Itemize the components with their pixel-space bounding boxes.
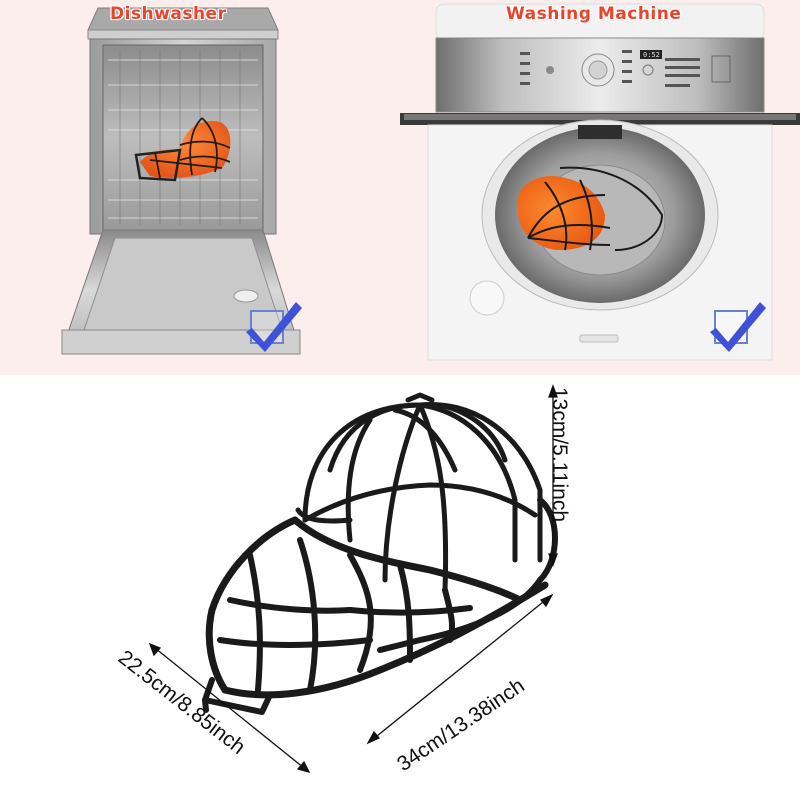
dishwasher-panel: Dishwasher [0, 0, 400, 375]
washing-machine-compatible-check [710, 302, 766, 352]
product-dimensions-section [0, 375, 800, 800]
washing-machine-label: Washing Machine [506, 4, 682, 24]
cap-cage-frame [202, 392, 558, 715]
cap-in-washing-machine [518, 166, 664, 251]
dishwasher-compatible-check [246, 302, 302, 352]
dimension-arrows [148, 384, 558, 774]
display-readout: 0:52 [643, 51, 660, 59]
height-dimension-label: 13cm/5.11inch [548, 387, 571, 523]
dishwasher-label: Dishwasher [110, 4, 227, 24]
washing-machine-panel: 0:52 Washing Machine [400, 0, 800, 375]
checkmark-icon [710, 302, 766, 352]
cap-in-dishwasher [134, 117, 231, 182]
washing-machine-illustration: 0:52 [400, 3, 800, 361]
checkmark-icon [246, 302, 302, 352]
